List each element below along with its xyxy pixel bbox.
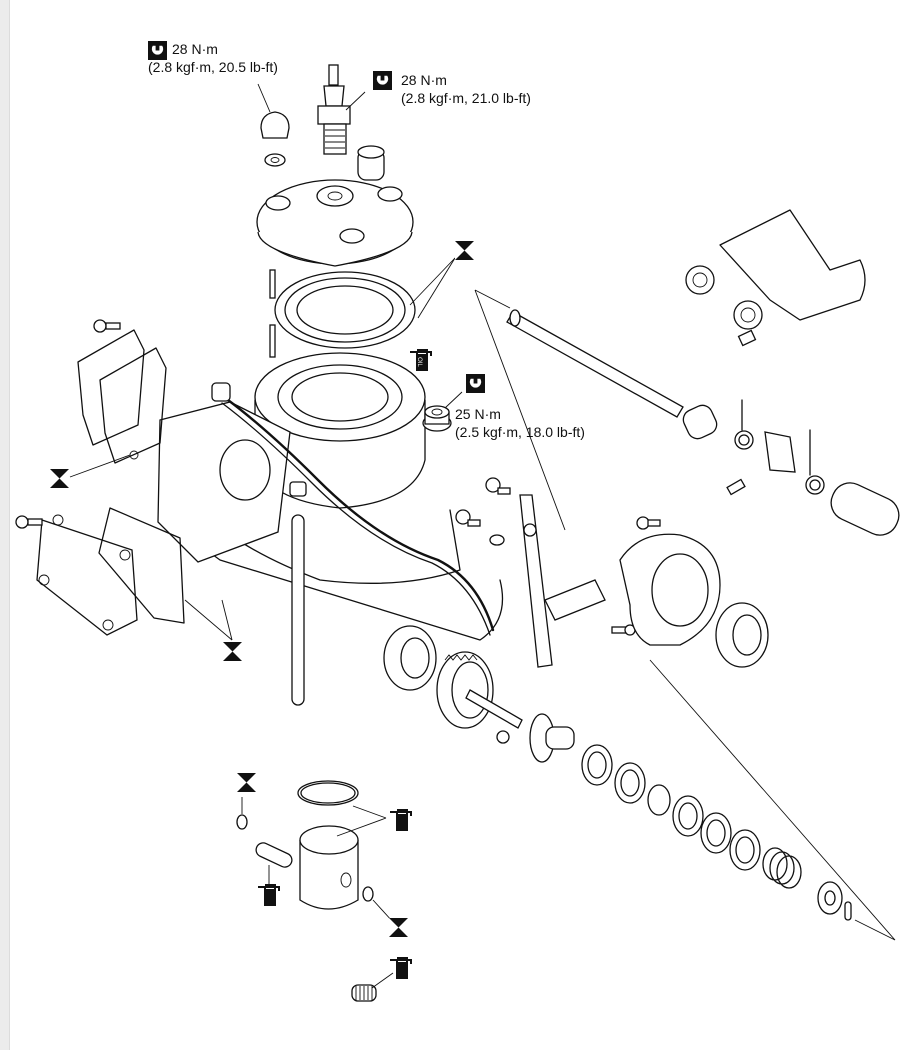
piston-ring <box>300 782 356 804</box>
piston-pin-clip <box>362 886 374 902</box>
leader-line <box>184 599 233 641</box>
screw <box>93 319 121 333</box>
oil-can-icon: OIL <box>410 349 432 371</box>
power-valve-bushing <box>682 404 718 440</box>
screw <box>15 515 43 529</box>
power-valve-linkage <box>519 494 606 668</box>
small-end-bearing <box>351 984 377 1002</box>
hose-fitting <box>211 382 231 402</box>
torsion-spring <box>734 399 754 450</box>
ball-bearing <box>715 602 769 668</box>
oil-can-icon <box>390 809 412 831</box>
piston-ring <box>297 780 359 806</box>
cylinder <box>196 352 504 641</box>
stud-bolt <box>269 324 276 358</box>
exhaust-cover <box>36 514 138 636</box>
torque-spec-spark-plug-imperial: (2.8 kgf·m, 21.0 lb-ft) <box>401 90 531 106</box>
replace-part-icon <box>455 241 474 260</box>
leader-line <box>221 599 233 641</box>
oil-can-icon <box>258 884 280 906</box>
cylinder-head <box>256 145 414 267</box>
exhaust-cover-gaskets <box>77 329 167 464</box>
exhaust-cover-gasket <box>98 507 185 624</box>
ball-bearing <box>383 625 437 691</box>
bolt <box>485 477 511 495</box>
washer <box>489 534 505 546</box>
leader-line <box>69 454 131 478</box>
exhaust-port <box>157 401 291 563</box>
torque-wrench-icon <box>148 41 167 60</box>
spark-plug <box>317 64 351 155</box>
svg-text:OIL: OIL <box>416 357 422 367</box>
stud-bolt <box>269 269 276 299</box>
hose-fitting <box>289 481 307 497</box>
valve-cover <box>830 482 900 536</box>
piston-pin-clip <box>236 814 248 830</box>
guide-line <box>649 659 896 941</box>
screw <box>636 516 661 530</box>
torque-wrench-icon <box>373 71 392 90</box>
replace-part-icon <box>223 642 242 661</box>
torque-spec-head-nut-imperial: (2.8 kgf·m, 20.5 lb-ft) <box>148 59 278 75</box>
compression-spring <box>762 847 802 889</box>
torque-spec-cylinder-nut-nm: 25 N·m <box>455 406 501 422</box>
head-gaskets <box>274 271 416 349</box>
coolant-hose-inner <box>221 402 491 636</box>
coolant-hose <box>226 398 495 632</box>
torsion-spring <box>805 429 825 495</box>
screw <box>726 478 746 496</box>
power-valve-pulley <box>764 431 796 473</box>
idle-gear <box>436 651 523 729</box>
leader-line <box>257 83 271 113</box>
cap-nut <box>260 111 290 167</box>
leader-line <box>352 805 387 819</box>
guide-line <box>474 289 566 531</box>
leader-line <box>336 817 387 837</box>
thrust-bearing <box>581 744 613 786</box>
piston-pin <box>255 842 293 868</box>
leader-line <box>371 972 394 989</box>
replace-part-icon <box>50 469 69 488</box>
leader-line <box>409 257 456 306</box>
power-valve-housing <box>685 209 866 347</box>
starter-housing <box>619 533 721 646</box>
screw <box>611 624 636 636</box>
power-valve-shaft <box>506 309 684 418</box>
collar <box>529 713 575 763</box>
replace-part-icon <box>389 918 408 937</box>
torque-spec-head-nut-nm: 28 N·m <box>172 41 218 57</box>
torque-spec-cylinder-nut-imperial: (2.5 kgf·m, 18.0 lb-ft) <box>455 424 585 440</box>
collar <box>647 784 671 816</box>
leader-line <box>417 257 456 319</box>
bolt <box>455 509 481 527</box>
exhaust-opening <box>219 439 271 501</box>
leader-line <box>345 91 366 111</box>
washer <box>672 795 704 837</box>
dowel-pin <box>844 901 852 921</box>
steel-ball <box>496 730 510 744</box>
replace-part-icon <box>237 773 256 792</box>
leader-line <box>444 391 463 409</box>
collar <box>729 829 761 871</box>
thrust-bearing <box>700 812 732 854</box>
piston <box>299 825 359 910</box>
retainer <box>817 881 843 915</box>
torque-spec-spark-plug-nm: 28 N·m <box>401 72 447 88</box>
breather-pipe <box>291 514 305 706</box>
torque-wrench-icon <box>466 374 485 393</box>
housing-bore <box>651 553 709 627</box>
washer <box>614 762 646 804</box>
cylinder-nut <box>422 405 452 432</box>
page-edge-scrollbar <box>0 0 10 1050</box>
oil-can-icon <box>390 957 412 979</box>
